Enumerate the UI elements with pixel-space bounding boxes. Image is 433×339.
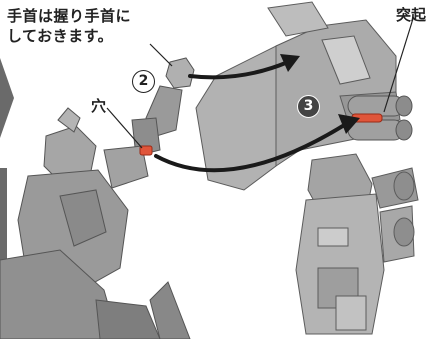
hole-highlight (139, 145, 153, 156)
arrow-step3-head (338, 114, 360, 134)
hole-leader-line (106, 107, 143, 149)
robot-figure (0, 57, 195, 339)
arrow-step2-head (280, 54, 300, 72)
hole-label: 穴 (91, 97, 107, 115)
arrow-step3 (154, 122, 348, 173)
caption-line-1: 手首は握り手首に (7, 7, 132, 25)
peg-label: 突起 (396, 6, 427, 24)
peg-cylinders (347, 95, 413, 141)
left-chevron-icon (0, 58, 14, 138)
shield-part (195, 1, 401, 191)
step-number-3: 3 (297, 95, 320, 118)
step-number-2: 2 (132, 70, 155, 93)
caption-leader-line (149, 43, 173, 67)
arrow-step2 (188, 60, 290, 80)
leg-part (295, 153, 419, 335)
left-edge-bar (0, 168, 7, 339)
instruction-caption: 手首は握り手首に しておきます。 (7, 6, 131, 46)
peg-leader-line (383, 21, 413, 113)
caption-line-2: しておきます。 (7, 27, 114, 45)
